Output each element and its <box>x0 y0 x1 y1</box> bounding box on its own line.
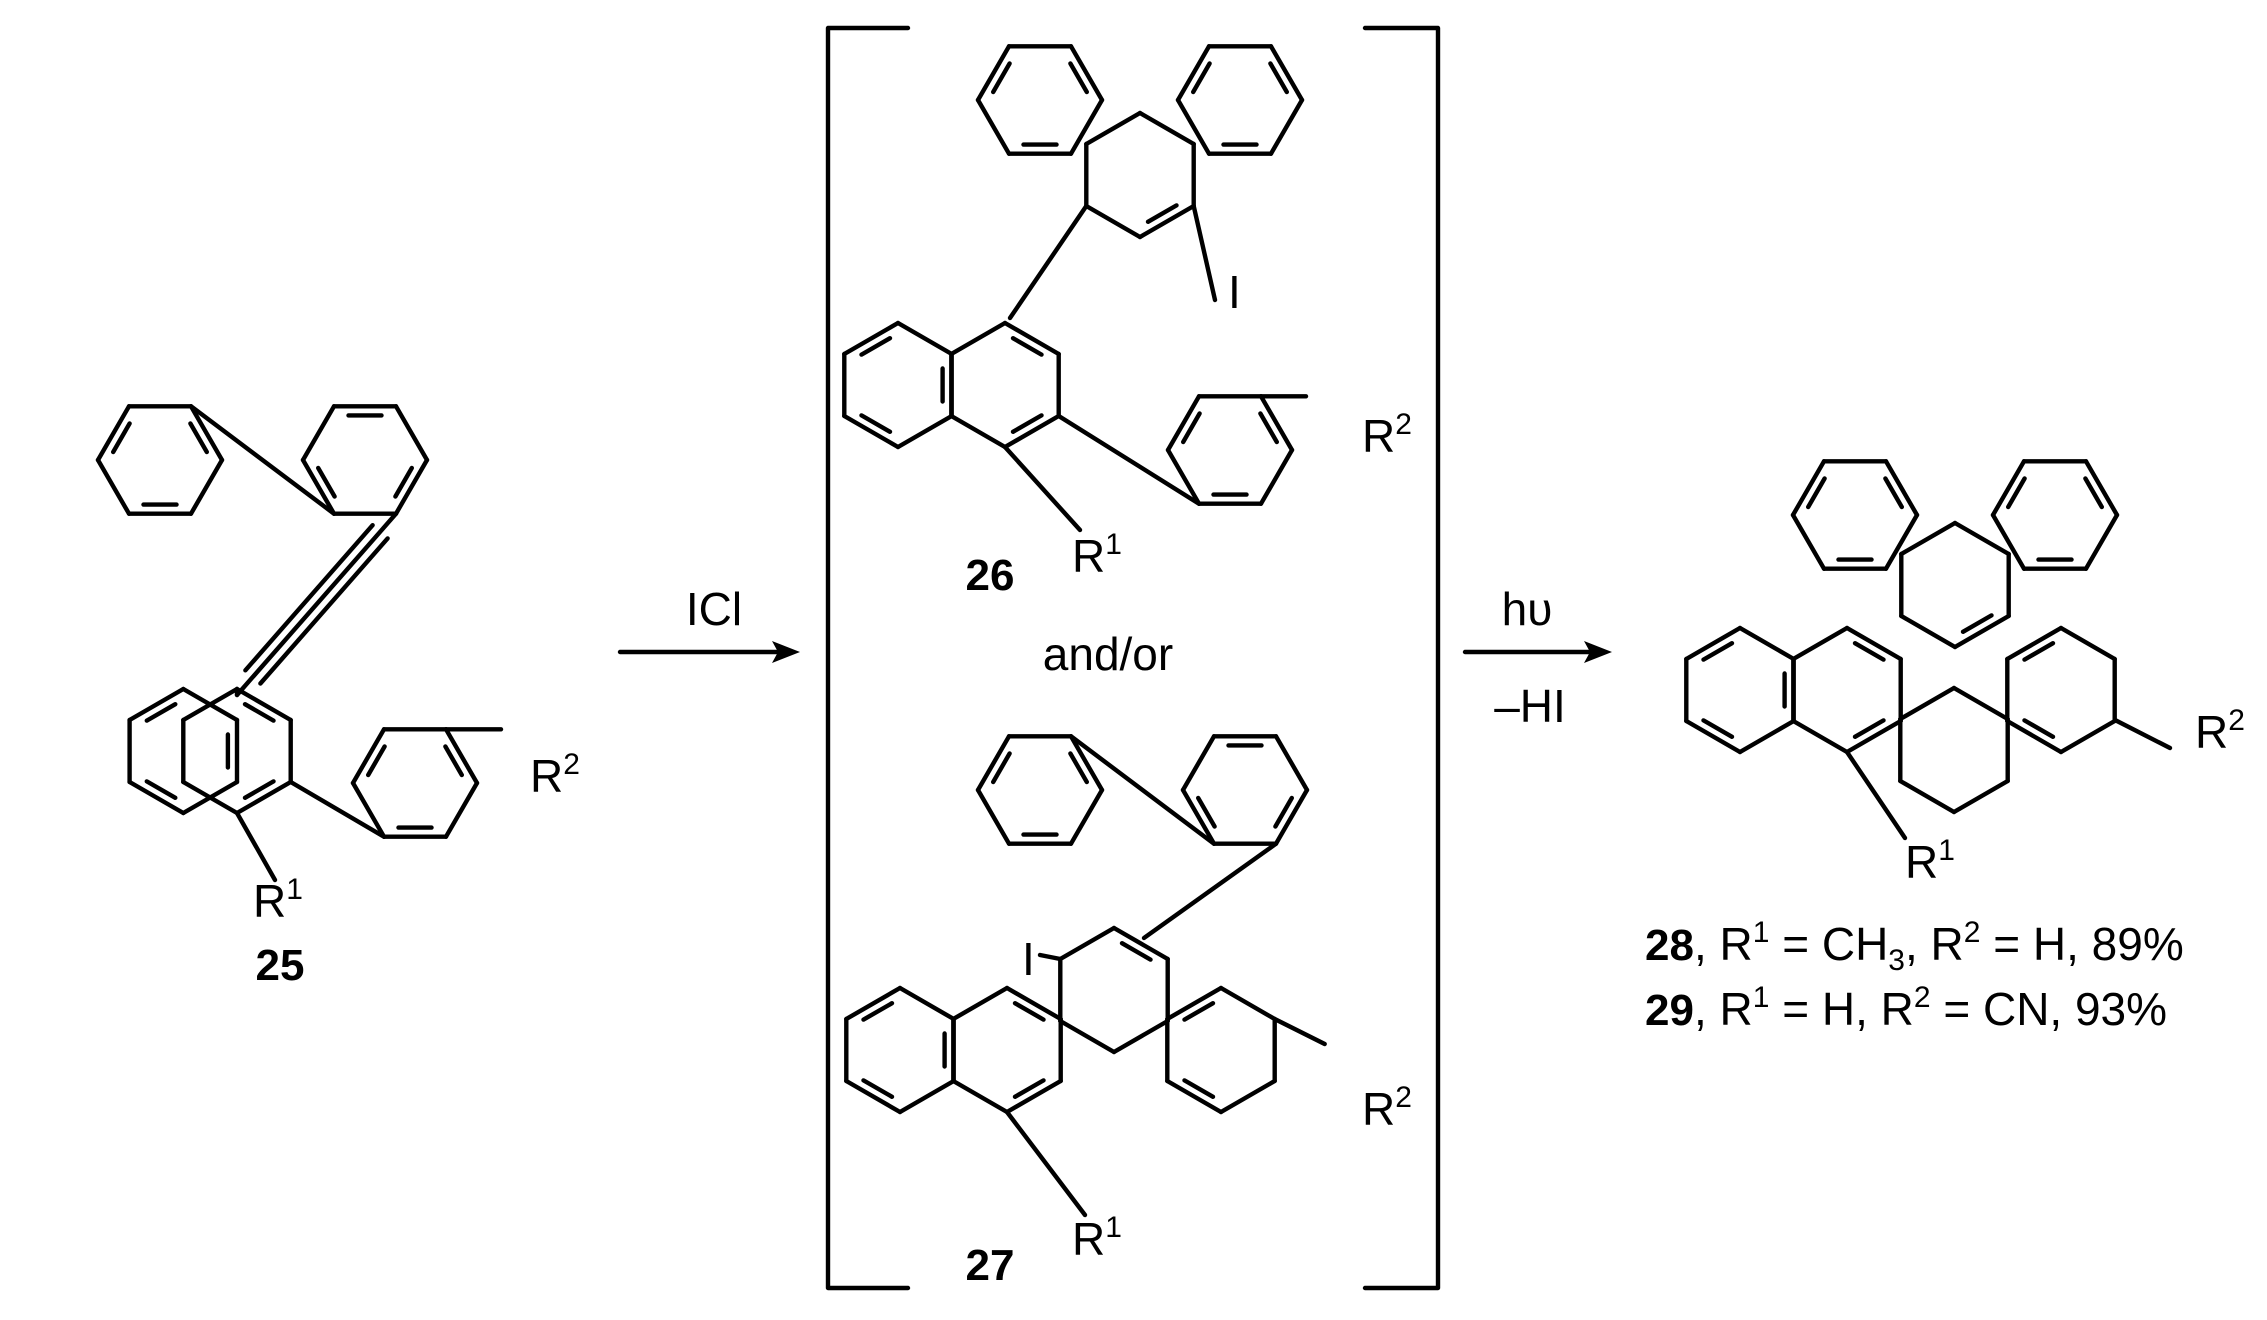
compound-25-number: 25 <box>256 941 305 990</box>
compound-27-r1-label: R1 <box>1072 1211 1122 1265</box>
compound-27-r2-label: R2 <box>1362 1081 1412 1135</box>
biphenyl-phenyl-ring <box>95 404 337 516</box>
step2-byproduct: –HI <box>1494 680 1566 732</box>
compound-25-r2-label: R2 <box>530 748 580 802</box>
right-bracket <box>1362 25 1441 1291</box>
product-entry-29: 29, R1 = H, R2 = CN, 93% <box>1645 981 2167 1035</box>
product-r1-label: R1 <box>1905 834 1955 888</box>
biphenyl-inner-ring <box>1180 734 1310 846</box>
compound-27-iodo-label: I <box>1022 933 1035 985</box>
compound-27-number: 27 <box>966 1241 1015 1290</box>
phenanthrene-unit <box>975 44 1305 321</box>
product-r2-label: R2 <box>2195 704 2245 758</box>
compound-26-iodo-label: I <box>1228 266 1241 318</box>
reaction-arrow-2 <box>1462 641 1612 663</box>
compound-26-structure <box>842 44 1309 533</box>
compound-25-structure <box>95 404 504 883</box>
and-or-connector: and/or <box>1043 628 1173 680</box>
biphenyl-phenyl-ring <box>975 734 1217 846</box>
aryl-ring <box>1002 394 1309 533</box>
alkyne-bond <box>234 511 399 698</box>
aryl-ring <box>234 727 504 883</box>
left-bracket <box>825 25 911 1291</box>
product-structure <box>1684 459 2173 841</box>
compound-26-r2-label: R2 <box>1362 408 1412 462</box>
compound-25-r1-label: R1 <box>253 873 303 927</box>
dibenzo-chrysene-core <box>1684 459 2173 841</box>
step2-reagent: hυ <box>1502 583 1553 635</box>
step1-reagent: ICl <box>686 583 742 635</box>
chrysene-core <box>844 841 1327 1218</box>
compound-26-r1-label: R1 <box>1072 528 1122 582</box>
product-entry-28: 28, R1 = CH3, R2 = H, 89% <box>1645 916 2184 977</box>
compound-26-number: 26 <box>966 551 1015 600</box>
naphthalene-core <box>127 686 293 816</box>
biphenyl-inner-ring <box>300 404 430 516</box>
compound-27-structure <box>844 734 1327 1218</box>
reaction-arrow-1 <box>617 641 800 663</box>
naphthalene-unit <box>842 320 1061 450</box>
